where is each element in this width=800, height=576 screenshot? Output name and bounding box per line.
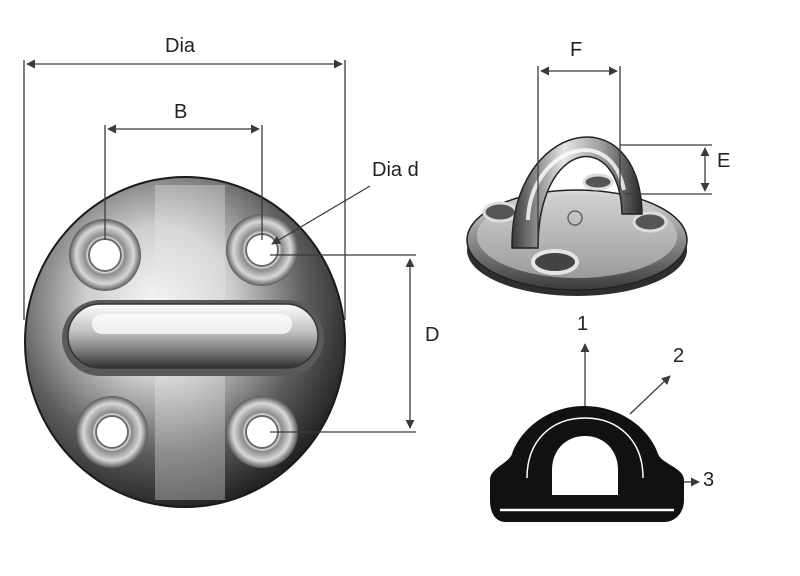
label-direction-3: 3 <box>703 469 715 491</box>
dimension-d <box>270 254 416 433</box>
mounting-hole-bottom-right <box>226 396 298 468</box>
dimension-f <box>537 66 621 238</box>
label-dia: Dia <box>165 35 196 57</box>
pad-eye-top-view <box>24 176 346 508</box>
label-f: F <box>570 39 583 61</box>
mounting-hole-top-right <box>226 214 298 286</box>
dimension-b <box>104 124 263 240</box>
label-dia-d: Dia d <box>372 159 419 181</box>
eye-loop-top <box>62 300 324 376</box>
label-d: D <box>425 324 440 346</box>
dimension-dia <box>23 59 346 320</box>
mounting-hole-bottom-left <box>76 396 148 468</box>
pad-eye-perspective-view <box>466 136 688 296</box>
label-b: B <box>174 101 188 123</box>
dimension-dia-d-leader <box>271 185 371 245</box>
label-direction-2: 2 <box>673 345 685 367</box>
load-direction-arrows <box>580 343 700 487</box>
load-direction-profile <box>490 406 684 522</box>
dimension-e <box>620 144 712 195</box>
label-direction-1: 1 <box>577 313 589 335</box>
label-e: E <box>717 150 731 172</box>
